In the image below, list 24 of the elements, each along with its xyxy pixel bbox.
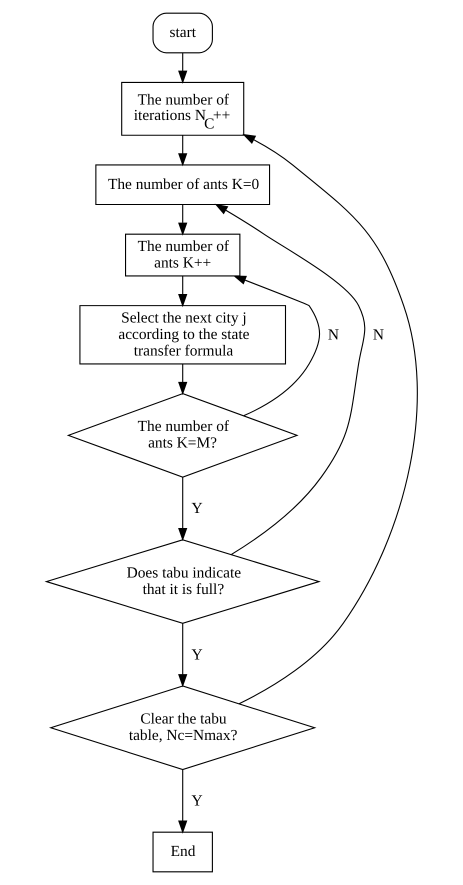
arrow	[178, 204, 187, 236]
arrow	[178, 276, 187, 308]
arrow	[214, 204, 365, 555]
node-box: The number of ants K++	[124, 234, 240, 276]
arrow	[178, 53, 187, 84]
node-diamond: Does tabu indicate that it is full?	[44, 539, 320, 624]
arrow	[178, 364, 187, 396]
node-box: start	[152, 12, 212, 54]
node-diamond: The number of ants K=M?	[66, 393, 298, 478]
arrow	[178, 477, 187, 542]
edge-label: Y	[191, 792, 202, 810]
arrow	[178, 770, 187, 834]
edge-label: Y	[191, 500, 202, 518]
arrow	[178, 624, 187, 688]
edge-label: Y	[191, 646, 202, 664]
node-diamond: Clear the tabu table, Nc=Nmax?	[48, 685, 316, 770]
node-box: The number of ants K=0	[94, 164, 270, 206]
arrow	[178, 135, 187, 166]
arrow	[232, 275, 320, 416]
edge-label: N	[327, 326, 338, 344]
node-box: Select the next city j according to the state transfer formula	[78, 305, 286, 364]
edge-label: N	[372, 326, 384, 344]
arrow	[238, 134, 418, 704]
node-box: End	[152, 832, 212, 872]
